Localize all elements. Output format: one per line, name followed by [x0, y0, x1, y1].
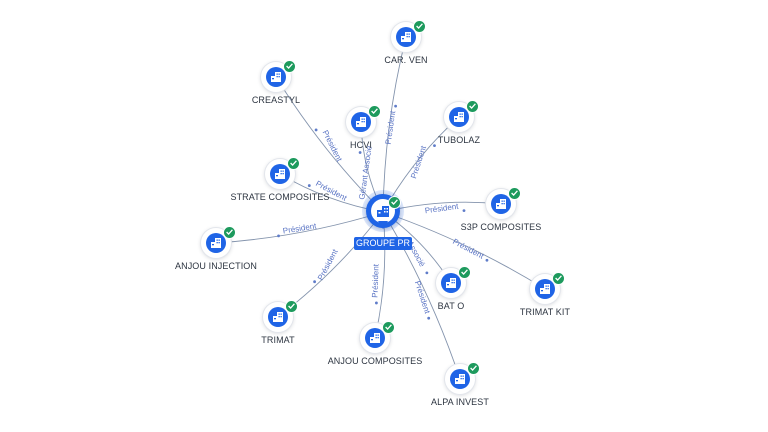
node-circle[interactable]: [445, 364, 475, 394]
check-icon: [287, 157, 300, 170]
node-label[interactable]: ANJOU COMPOSITES: [327, 356, 423, 366]
check-icon: [467, 362, 480, 375]
edge-label-car-ven: Président: [384, 110, 398, 145]
edge-arrow-hcvi: [358, 151, 362, 154]
edge-alpa-invest: [382, 211, 461, 380]
edge-arrow-creastyl: [314, 128, 318, 132]
center-label[interactable]: GROUPE PR: [354, 237, 412, 250]
building-icon: [455, 374, 465, 384]
edge-label-alpa-invest: Président: [413, 280, 432, 316]
check-icon: [466, 100, 479, 113]
edge-arrow-car-ven: [394, 104, 398, 108]
node-label[interactable]: HCVI: [350, 140, 372, 150]
node-circle[interactable]: [436, 268, 466, 298]
building-icon: [401, 32, 411, 42]
building-icon: [271, 72, 281, 82]
edge-label-trimat: Président: [316, 247, 340, 282]
building-icon: [540, 284, 550, 294]
edge-label-tubolaz: Président: [409, 144, 428, 180]
edge-creastyl: [275, 76, 384, 213]
node-label[interactable]: CREASTYL: [251, 95, 301, 105]
node-circle[interactable]: [530, 274, 560, 304]
node-label[interactable]: STRATE COMPOSITES: [230, 192, 330, 202]
node-label[interactable]: TRIMAT KIT: [519, 307, 571, 317]
check-icon: [223, 226, 236, 239]
building-icon: [496, 199, 506, 209]
check-icon: [413, 20, 426, 33]
edge-arrow-s3p-composites: [462, 209, 466, 213]
node-label[interactable]: ANJOU INJECTION: [174, 261, 258, 271]
edge-label-trimat-kit: Président: [451, 237, 486, 261]
node-label[interactable]: CAR. VEN: [384, 55, 428, 65]
building-icon: [273, 312, 283, 322]
edge-label-anjou-injection: Président: [282, 221, 318, 235]
node-label[interactable]: BAT O: [437, 301, 465, 311]
check-icon: [552, 272, 565, 285]
node-label[interactable]: ALPA INVEST: [431, 397, 489, 407]
building-icon: [356, 117, 366, 127]
edge-arrow-alpa-invest: [427, 316, 431, 320]
building-icon: [370, 333, 380, 343]
building-icon: [211, 238, 221, 248]
edge-arrow-anjou-injection: [277, 234, 280, 238]
edge-car-ven: [382, 36, 407, 213]
edge-arrow-trimat: [313, 280, 316, 284]
node-label[interactable]: S3P COMPOSITES: [460, 222, 542, 232]
building-icon: [377, 206, 389, 217]
edge-arrow-strate-composites: [307, 184, 311, 187]
node-label[interactable]: TUBOLAZ: [437, 135, 481, 145]
check-icon: [285, 300, 298, 313]
building-icon: [275, 169, 285, 179]
check-icon: [382, 321, 395, 334]
check-icon: [388, 196, 401, 209]
edge-trimat-kit: [382, 211, 546, 290]
edge-arrow-trimat-kit: [485, 258, 489, 262]
check-icon: [458, 266, 471, 279]
node-label[interactable]: TRIMAT: [261, 335, 295, 345]
check-icon: [368, 105, 381, 118]
building-icon: [454, 112, 464, 122]
edge-anjou-injection: [215, 211, 384, 244]
edge-arrow-anjou-composites: [375, 301, 378, 305]
node-circle[interactable]: [263, 302, 293, 332]
node-circle[interactable]: [346, 107, 376, 137]
edge-arrow-bat-o: [425, 271, 429, 275]
edge-arrow-tubolaz: [433, 144, 436, 148]
building-icon: [446, 278, 456, 288]
check-icon: [508, 187, 521, 200]
edge-label-anjou-composites: Président: [370, 263, 380, 298]
check-icon: [283, 60, 296, 73]
